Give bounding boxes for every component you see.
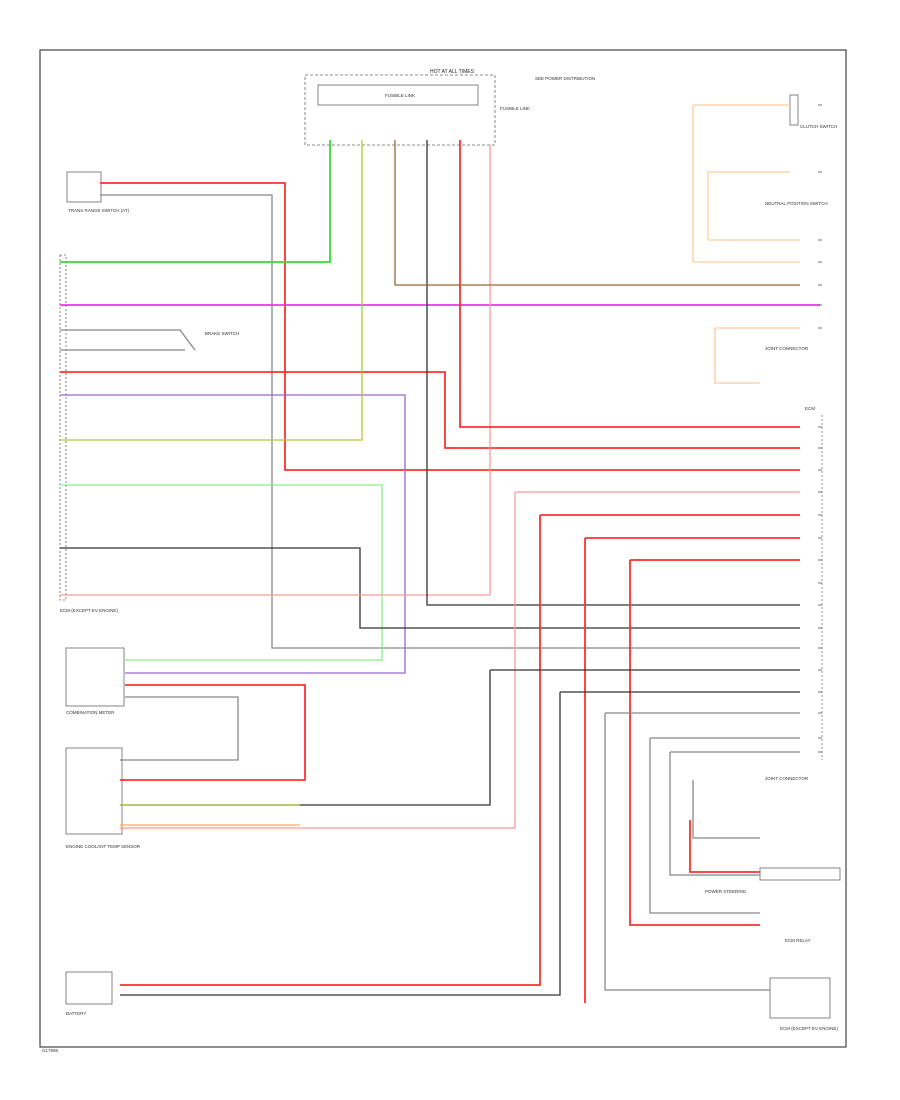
label-left-top: TRANS RANGE SWITCH (AT) [68, 208, 130, 213]
wire-pink-15 [120, 491, 800, 829]
wire-pink-11 [60, 145, 491, 596]
label-ecm: ECM (EXCEPT EV ENGINE) [60, 608, 118, 613]
label-right-joint-2: JOINT CONNECTOR [765, 776, 809, 781]
right-relay [759, 867, 841, 881]
wire-purple-7 [60, 394, 406, 674]
label-left-foot: BATTERY [66, 1011, 86, 1016]
wire-ltgreen-9 [60, 484, 383, 661]
combination-meter-box [65, 647, 125, 707]
battery-box [65, 971, 113, 1005]
wire-red-12 [459, 140, 800, 428]
wire-red-17 [584, 537, 800, 1003]
wire-red-24 [120, 684, 306, 781]
label-right-foot: ECM (EXCEPT EV ENGINE) [780, 1026, 838, 1031]
fuse-label: FUSIBLE LINK [385, 93, 415, 98]
right-foot-box [769, 977, 831, 1019]
label-right-top-2: NEUTRAL POSITION SWITCH [765, 201, 828, 206]
fuse-box-label: HOT AT ALL TIMES [430, 69, 475, 75]
wire-brown-14 [394, 140, 800, 286]
wire-red-6 [60, 371, 800, 449]
component-boxes [59, 94, 841, 1019]
wire-gray-31 [692, 780, 760, 839]
footer-code: G17896 [42, 1048, 59, 1053]
label-right-mid: JOINT CONNECTOR [765, 346, 809, 351]
wire-peach-28 [714, 327, 800, 384]
label-brake-switch: BRAKE SWITCH [205, 331, 239, 336]
wire-gray-25 [120, 696, 239, 761]
wire-lime-8 [60, 140, 363, 441]
label-right-ecm: ECM [805, 406, 815, 411]
ecm-box [59, 254, 67, 601]
fuse-box: HOT AT ALL TIMES FUSIBLE LINK FUSIBLE LI… [304, 69, 595, 146]
wire-red-16 [120, 514, 800, 986]
wire-green-2 [60, 140, 331, 263]
wire-red-0 [100, 182, 800, 471]
diagram-frame [39, 49, 847, 1048]
fuse-side-label: FUSIBLE LINK [500, 106, 530, 111]
wire-red-32 [689, 820, 760, 873]
wire-gray-1 [100, 194, 800, 649]
wire-black-13 [426, 140, 800, 606]
wire-peach-26 [692, 104, 800, 263]
left-top-component [66, 171, 102, 203]
wire-gray-4 [60, 329, 196, 351]
fuse-note: SEE POWER DISTRIBUTION [535, 76, 595, 81]
label-power-steer: POWER STEERING [705, 889, 747, 894]
label-right-top-1: CLUTCH SWITCH [800, 124, 837, 129]
wire-red-18 [629, 559, 800, 926]
wire-black-20 [120, 691, 800, 996]
wire-gray-21 [604, 712, 800, 991]
label-combination-meter: COMBINATION METER [66, 710, 115, 715]
wire-gray-22 [649, 737, 800, 914]
wire-gray-23 [669, 751, 800, 876]
label-ecm-relay: ECM RELAY [785, 938, 811, 943]
wire-black-10 [60, 547, 800, 629]
wire-peach-27 [707, 171, 800, 241]
right-top-sensor [789, 94, 799, 126]
left-bottom-box [65, 747, 123, 835]
wires [60, 104, 823, 1003]
label-left-bottom: ENGINE COOLANT TEMP SENSOR [66, 844, 141, 849]
